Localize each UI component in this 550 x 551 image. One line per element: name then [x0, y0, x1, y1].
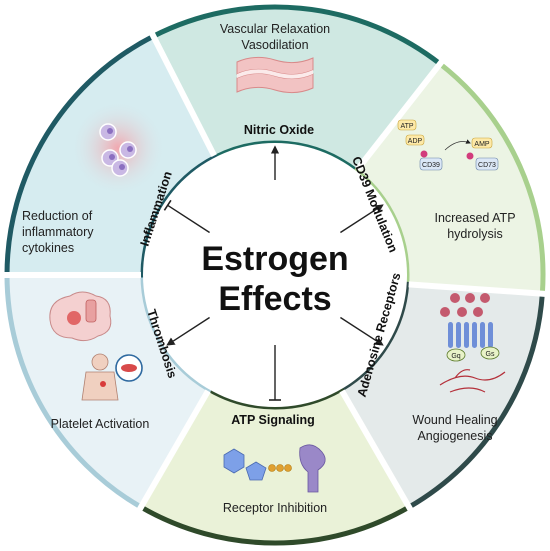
segment-separator: [339, 389, 414, 513]
cd39-box-icon: [419, 157, 443, 171]
inflammation-desc-3: cytokines: [22, 241, 74, 255]
cd73-box-label: CD73: [478, 162, 496, 169]
arrow-adenosine: [340, 316, 384, 346]
thrombosis-desc-1: Platelet Activation: [51, 417, 150, 431]
receptor-helix-icon: [472, 322, 477, 348]
receptor-helix-icon: [488, 322, 493, 348]
atp-desc-1: Receptor Inhibition: [223, 501, 327, 515]
vessel-sprouting-icon: [439, 369, 506, 393]
inhibit-inflammation-bar: [163, 199, 172, 211]
cd39-box-label: CD39: [422, 162, 440, 169]
segment-separator: [148, 31, 217, 157]
adenosine-molecule-icon: [457, 307, 467, 317]
inflammation-glow-icon: [70, 100, 166, 196]
gq-protein-label: Gq: [451, 353, 460, 360]
atp-signaling-label: ATP Signaling: [231, 413, 315, 427]
atp-sugar-icon: [245, 461, 267, 481]
heart-icon: [100, 381, 106, 387]
segment-separator: [136, 389, 211, 513]
immune-cell-nucleus-icon: [109, 154, 115, 160]
atp-ring-icon: [223, 448, 245, 474]
nitric-oxide-desc-2: Vasodilation: [241, 38, 308, 52]
receptor-helix-icon: [464, 322, 469, 348]
cd39-star-icon: [420, 150, 428, 158]
inhibit-inflammation: [167, 204, 210, 234]
adp-box-icon: [405, 134, 425, 146]
cd39-pathway-arrow-icon: [444, 139, 471, 151]
brain-clot-icon: [67, 311, 81, 325]
segment-separator: [408, 281, 547, 297]
gq-protein-icon: [446, 348, 466, 362]
arrow-thrombosis: [166, 316, 210, 346]
inflammation-desc-1: Reduction of: [22, 209, 93, 223]
adenosine-desc-2: Angiogenesis: [417, 429, 492, 443]
receptor-helix-icon: [456, 322, 461, 348]
clot-detail-icon: [121, 364, 137, 372]
gs-protein-label: Gs: [486, 351, 495, 358]
adenosine-molecule-icon: [480, 293, 490, 303]
adenosine-molecule-icon: [440, 307, 450, 317]
atp-box-icon: [397, 119, 417, 131]
nitric-oxide-label: Nitric Oxide: [244, 123, 314, 137]
arrows: [163, 145, 384, 401]
adenosine-molecule-icon: [473, 307, 483, 317]
immune-cell-nucleus-icon: [107, 128, 113, 134]
immune-cell-nucleus-icon: [127, 146, 133, 152]
adenosine-molecule-icon: [450, 293, 460, 303]
atp-box-label: ATP: [400, 123, 413, 130]
inflammation-desc-2: inflammatory: [22, 225, 94, 239]
center-title-line1: Estrogen: [201, 240, 348, 278]
cd73-box-icon: [475, 157, 499, 171]
cd73-star-icon: [466, 152, 474, 160]
nitric-oxide-desc-1: Vascular Relaxation: [220, 22, 330, 36]
arrow-cd39: [340, 204, 384, 234]
phosphate-icon: [284, 464, 292, 472]
receptor-helix-icon: [480, 322, 485, 348]
body-torso-icon: [81, 371, 119, 401]
cd39-desc-1: Increased ATP: [434, 211, 515, 225]
immune-cell-nucleus-icon: [119, 164, 125, 170]
receptor-helix-icon: [448, 322, 453, 348]
phosphate-icon: [276, 464, 284, 472]
adenosine-desc-1: Wound Healing: [412, 413, 497, 427]
cd39-desc-2: hydrolysis: [447, 227, 503, 241]
amp-box-label: AMP: [474, 141, 490, 148]
adenosine-molecule-icon: [465, 293, 475, 303]
body-head-icon: [91, 353, 109, 371]
artery-icon: [85, 299, 97, 323]
p2-receptor-icon: [299, 444, 326, 493]
center-circle: [143, 143, 407, 407]
center-title-line2: Effects: [218, 280, 331, 318]
adp-box-label: ADP: [408, 138, 423, 145]
vessel-lumen-icon: [237, 69, 313, 79]
phosphate-icon: [268, 464, 276, 472]
segment-separator: [355, 58, 445, 172]
amp-box-icon: [471, 137, 493, 149]
gs-protein-icon: [480, 346, 500, 360]
